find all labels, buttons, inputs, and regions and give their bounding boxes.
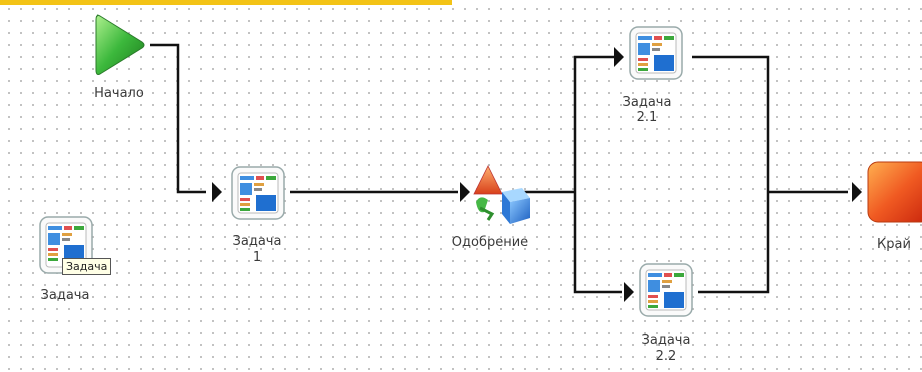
end-label: Край <box>877 237 911 252</box>
task21-label-line1: Задача <box>622 95 672 110</box>
task1-label-line2: 1 <box>252 250 262 265</box>
task-form-icon <box>231 166 285 220</box>
task-form-icon <box>629 26 683 80</box>
selection-accent-bar <box>0 0 452 5</box>
arrowhead-task22 <box>624 282 634 302</box>
end-node[interactable] <box>866 160 922 224</box>
connector-task22-to-join <box>698 192 770 294</box>
toolbox-task-tooltip: Задача <box>62 258 112 275</box>
start-node-label: Начало <box>94 86 144 101</box>
task22-node[interactable] <box>638 262 694 318</box>
task21-label-line2: 2.1 <box>636 110 658 125</box>
start-node[interactable] <box>90 12 150 76</box>
connector-task21-to-join <box>692 55 770 192</box>
task22-label-line1: Задача <box>641 333 691 348</box>
stop-square-icon <box>867 161 922 223</box>
play-triangle-icon <box>95 14 145 75</box>
arrowhead-end <box>852 182 862 202</box>
task21-node[interactable] <box>628 25 684 81</box>
approval-node[interactable] <box>470 164 532 226</box>
task22-label-line2: 2.2 <box>655 349 677 364</box>
arrowhead-approval <box>460 182 470 202</box>
approval-label: Одобрение <box>451 235 529 250</box>
connector-start-to-task1 <box>150 43 206 194</box>
toolbox-task-label: Задача <box>40 288 90 303</box>
task-form-icon <box>639 263 693 317</box>
arrowhead-task1 <box>212 182 222 202</box>
arrowhead-task21 <box>614 47 624 67</box>
approval-shapes-icon <box>473 165 530 224</box>
connector-split-to-task22 <box>573 192 622 294</box>
connector-split-to-task21 <box>573 55 614 192</box>
task1-label-line1: Задача <box>232 234 282 249</box>
task1-node[interactable] <box>230 165 286 221</box>
